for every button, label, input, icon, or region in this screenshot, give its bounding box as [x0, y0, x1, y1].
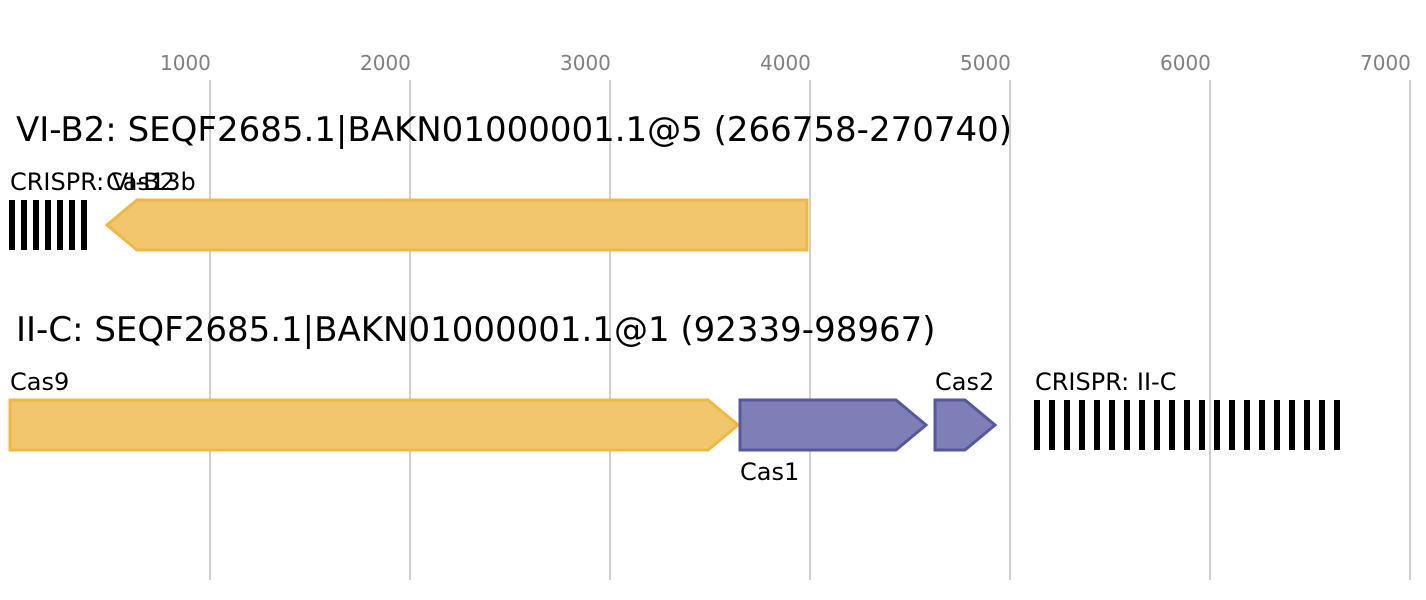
tick-label-3000: 3000 [560, 51, 611, 75]
crispr-repeat [1289, 400, 1295, 450]
feature-label-crispr-vi-b2: CRISPR: VI-B2 [10, 168, 175, 196]
locus-title-vi-b2: VI-B2: SEQF2685.1|BAKN01000001.1@5 (2667… [16, 110, 1012, 150]
tick-label-5000: 5000 [960, 51, 1011, 75]
crispr-repeat [1214, 400, 1220, 450]
crispr-repeat [1304, 400, 1310, 450]
crispr-repeat [9, 200, 15, 250]
crispr-repeat [21, 200, 27, 250]
crispr-repeat [1244, 400, 1250, 450]
crispr-repeat [1109, 400, 1115, 450]
tick-label-7000: 7000 [1360, 51, 1411, 75]
locus-vi-b2: VI-B2: SEQF2685.1|BAKN01000001.1@5 (2667… [9, 110, 1012, 252]
gene-arrow-cas13b [104, 198, 809, 252]
tick-label-2000: 2000 [360, 51, 411, 75]
gene-arrow-cas1 [738, 398, 929, 452]
locus-title-ii-c: II-C: SEQF2685.1|BAKN01000001.1@1 (92339… [16, 310, 936, 350]
crispr-repeat [1169, 400, 1175, 450]
position-gridlines [209, 80, 1411, 580]
crispr-repeat [57, 200, 63, 250]
gene-arrow-cas9 [8, 398, 741, 452]
crispr-repeat [1079, 400, 1085, 450]
feature-label-cas2: Cas2 [935, 368, 994, 396]
feature-label-cas13b: Cas13b [106, 168, 196, 196]
crispr-repeat [1049, 400, 1055, 450]
crispr-repeat [1229, 400, 1235, 450]
crispr-repeat [81, 200, 87, 250]
crispr-repeat [33, 200, 39, 250]
crispr-repeat [1094, 400, 1100, 450]
crispr-repeat [1034, 400, 1040, 450]
crispr-repeat [1139, 400, 1145, 450]
feature-label-cas1: Cas1 [740, 458, 799, 486]
gene-arrow-cas2 [933, 398, 998, 452]
feature-label-crispr-ii-c: CRISPR: II-C [1035, 368, 1176, 396]
crispr-repeat [69, 200, 75, 250]
crispr-repeat [1154, 400, 1160, 450]
position-axis: 1000 2000 3000 4000 5000 6000 7000 [160, 51, 1411, 75]
locus-ii-c: II-C: SEQF2685.1|BAKN01000001.1@1 (92339… [8, 310, 1340, 486]
crispr-repeat [1319, 400, 1325, 450]
crispr-repeat [1064, 400, 1070, 450]
tick-label-6000: 6000 [1160, 51, 1211, 75]
tick-label-4000: 4000 [760, 51, 811, 75]
tick-label-1000: 1000 [160, 51, 211, 75]
crispr-repeat [1274, 400, 1280, 450]
feature-label-cas9: Cas9 [10, 368, 69, 396]
crispr-repeat [1199, 400, 1205, 450]
crispr-repeat [1124, 400, 1130, 450]
crispr-repeat [45, 200, 51, 250]
crispr-repeat [1259, 400, 1265, 450]
crispr-repeat [1334, 400, 1340, 450]
crispr-repeat [1184, 400, 1190, 450]
